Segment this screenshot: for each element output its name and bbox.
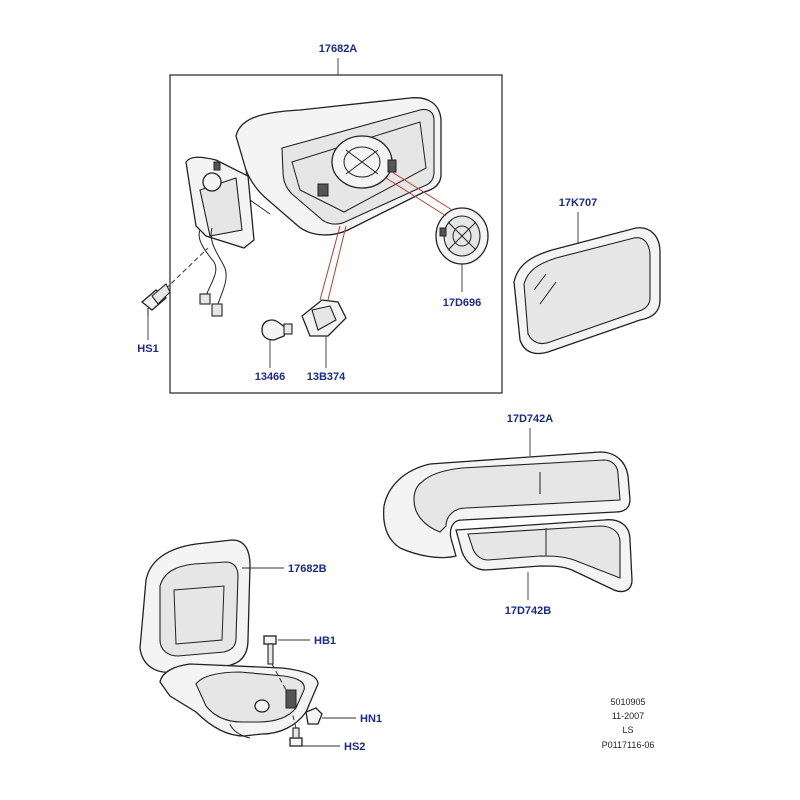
label-hs2: HS2	[344, 741, 365, 753]
motor-red-callout-1	[385, 177, 447, 217]
cover-17d742a	[382, 451, 631, 559]
label-13b374: 13B374	[307, 371, 346, 383]
cover-17d742b	[455, 519, 633, 593]
screw-hs1	[140, 283, 171, 316]
nut-hn1	[305, 707, 323, 725]
label-hn1: HN1	[360, 713, 382, 725]
label-hb1: HB1	[314, 635, 336, 647]
assembly-frame	[169, 74, 503, 394]
label-17682b: 17682B	[288, 563, 327, 575]
label-17k707: 17K707	[559, 197, 598, 209]
label-17682a: 17682A	[319, 43, 358, 55]
bulb-13466	[261, 319, 293, 341]
bolt-hb1	[263, 635, 277, 665]
label-17d742b: 17D742B	[505, 605, 552, 617]
motor-17d696	[435, 207, 489, 265]
hs2-axis	[291, 711, 297, 729]
motor-red-callout-2	[391, 171, 453, 211]
label-hs1: HS1	[137, 343, 158, 355]
meta-line-4: P0117116-06	[602, 740, 655, 750]
meta-line-3: LS	[622, 725, 633, 735]
mirror-housing	[235, 97, 442, 236]
lamp-red-callout	[319, 225, 341, 301]
meta-line-1: 5010905	[610, 697, 645, 707]
label-17d696: 17D696	[443, 297, 482, 309]
bracket-cover-17682b	[139, 539, 251, 673]
hb1-axis	[271, 663, 287, 691]
mirror-base	[185, 156, 255, 317]
mirror-glass-17k707	[513, 227, 661, 355]
label-13466: 13466	[255, 371, 286, 383]
lamp-red-callout-2	[327, 225, 347, 301]
base-bracket	[159, 663, 319, 739]
label-17d742a: 17D742A	[507, 413, 554, 425]
meta-line-2: 11-2007	[612, 711, 644, 721]
lamp-13b374	[301, 299, 347, 337]
